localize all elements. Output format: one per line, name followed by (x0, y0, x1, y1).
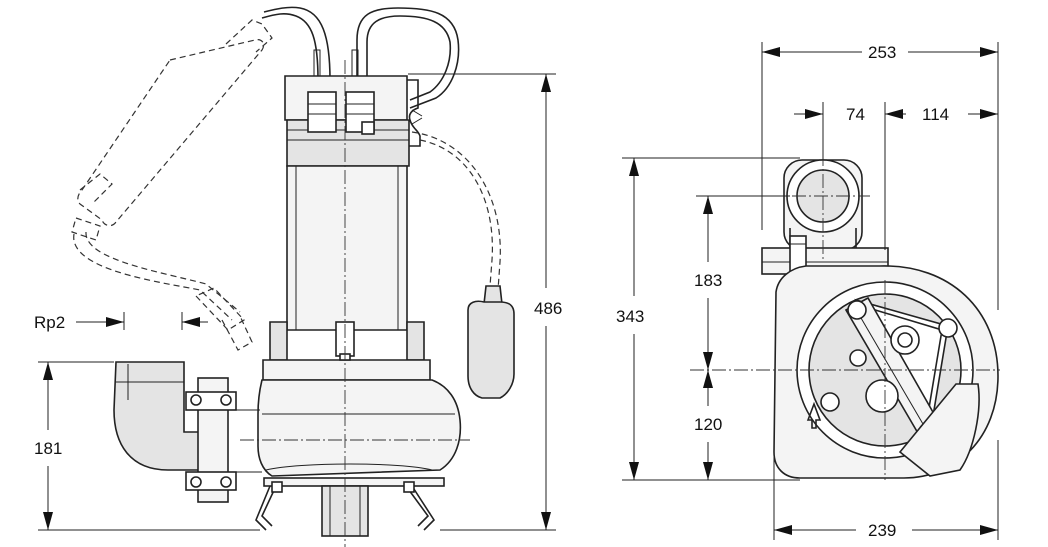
dim-183: 183 (694, 271, 722, 290)
dim-253: 253 (868, 43, 896, 62)
front-view-dimensions (622, 42, 999, 540)
dim-239: 239 (868, 521, 896, 540)
side-view-dimensions (38, 73, 556, 531)
dim-181: 181 (34, 439, 62, 458)
dim-74: 74 (846, 105, 865, 124)
dim-rp2: Rp2 (34, 313, 65, 332)
dim-486: 486 (534, 299, 562, 318)
dimension-labels: Rp2 181 486 253 74 114 343 183 120 239 (34, 43, 949, 540)
pump-front-view (690, 130, 1000, 480)
dim-114: 114 (922, 105, 949, 124)
dim-120: 120 (694, 415, 722, 434)
left-float-switch (71, 19, 273, 351)
pump-side-view (71, 6, 515, 547)
dim-343: 343 (616, 307, 644, 326)
